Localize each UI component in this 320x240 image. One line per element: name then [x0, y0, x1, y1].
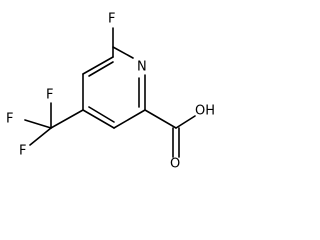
atom-label-fluoro: F: [108, 12, 115, 27]
double-bond-c5-c6-inner: [88, 61, 114, 77]
atom-label-cf3-f-left: F: [6, 112, 13, 127]
bond-c5-c6: [82, 56, 114, 75]
bond-c2-c3: [113, 109, 146, 129]
trifluoromethyl-group: [24, 102, 84, 146]
bond-cf3-f-left: [24, 119, 52, 129]
pyridine-ring: [82, 46, 146, 129]
atom-label-hydroxyl: OH: [195, 104, 215, 119]
bond-c-oh: [175, 115, 196, 129]
bond-c6-n1: [112, 46, 134, 59]
atom-label-cf3-f-top: F: [46, 88, 53, 103]
chemical-structure: F N OH O F F F: [6, 12, 215, 172]
atom-label-cf3-f-bottom: F: [19, 144, 26, 159]
bond-c4-cf3: [50, 109, 84, 129]
atom-label-carbonyl-oxygen: O: [170, 157, 180, 172]
bond-c3-c4: [82, 109, 115, 129]
carboxylic-acid-group: [144, 109, 196, 158]
bond-c2-cooh: [144, 109, 177, 129]
atom-label-ring-nitrogen: N: [137, 60, 147, 75]
bond-cf3-f-bottom: [29, 127, 52, 146]
double-bond-c3-c4-inner: [88, 106, 115, 123]
